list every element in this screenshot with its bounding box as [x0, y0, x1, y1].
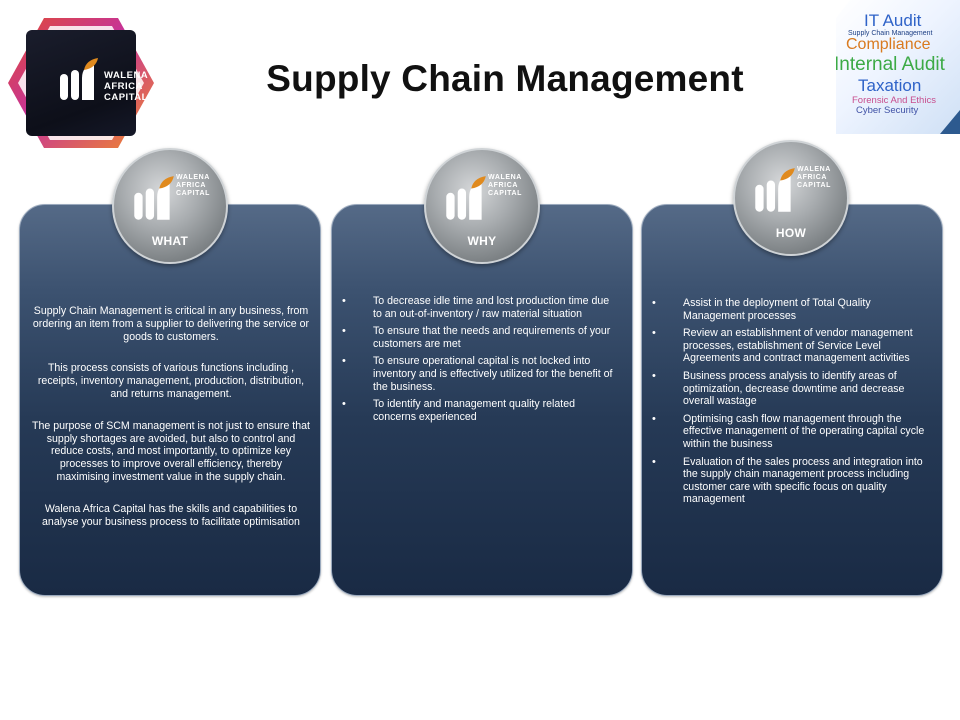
logo-wordmark: WALENA AFRICA CAPITAL — [104, 70, 148, 103]
walena-logo-mark-icon — [134, 176, 174, 220]
badge-wordmark: WALENA AFRICA CAPITAL — [797, 166, 831, 190]
why-bullet-list: To decrease idle time and lost productio… — [342, 295, 618, 428]
company-logo: WALENA AFRICA CAPITAL — [6, 16, 156, 150]
badge-wordmark-line: WALENA — [176, 174, 210, 181]
cloud-word: Supply Chain Management — [848, 30, 933, 37]
logo-line-3: CAPITAL — [104, 92, 148, 103]
how-bullet-list: Assist in the deployment of Total Qualit… — [652, 297, 934, 511]
why-bullet-item: To ensure that the needs and requirement… — [342, 325, 618, 350]
what-paragraph: The purpose of SCM management is not jus… — [32, 419, 310, 483]
how-bullet-item: Optimising cash flow management through … — [652, 413, 934, 451]
how-badge-label: HOW — [775, 226, 807, 240]
why-card: To decrease idle time and lost productio… — [331, 204, 633, 596]
how-bullet-item: Business process analysis to identify ar… — [652, 370, 934, 408]
logo-line-1: WALENA — [104, 70, 149, 81]
walena-logo-mark-icon — [755, 168, 795, 212]
what-card-body: Supply Chain Management is critical in a… — [32, 305, 310, 547]
badge-wordmark-line: AFRICA — [797, 174, 828, 181]
why-bullet-item: To decrease idle time and lost productio… — [342, 295, 618, 320]
cloud-word: Forensic And Ethics — [852, 95, 936, 106]
what-paragraph: Supply Chain Management is critical in a… — [32, 305, 310, 343]
badge-wordmark: WALENA AFRICA CAPITAL — [488, 174, 522, 198]
why-bullet-item: To identify and management quality relat… — [342, 398, 618, 423]
cloud-word: Taxation — [858, 76, 922, 95]
walena-logo-mark-icon — [60, 58, 98, 100]
badge-wordmark: WALENA AFRICA CAPITAL — [176, 174, 210, 198]
what-badge-label: WHAT — [151, 234, 189, 248]
badge-wordmark-line: WALENA — [488, 174, 522, 181]
badge-wordmark-line: CAPITAL — [797, 182, 832, 189]
badge-wordmark-line: WALENA — [797, 166, 831, 173]
how-badge: WALENA AFRICA CAPITAL HOW — [733, 140, 849, 256]
what-card: Supply Chain Management is critical in a… — [19, 204, 321, 596]
badge-wordmark-line: CAPITAL — [488, 190, 523, 197]
why-badge: WALENA AFRICA CAPITAL WHY — [424, 148, 540, 264]
what-badge: WALENA AFRICA CAPITAL WHAT — [112, 148, 228, 264]
why-badge-label: WHY — [467, 234, 497, 248]
cloud-word: IT Audit — [864, 11, 922, 30]
cloud-word: Internal Audit — [836, 54, 945, 75]
page-title: Supply Chain Management — [266, 58, 744, 99]
what-paragraph: Walena Africa Capital has the skills and… — [42, 502, 300, 528]
logo-dark-panel: WALENA AFRICA CAPITAL — [26, 30, 148, 136]
why-bullet-item: To ensure operational capital is not loc… — [342, 355, 618, 393]
badge-wordmark-line: AFRICA — [488, 182, 519, 189]
how-card: Assist in the deployment of Total Qualit… — [641, 204, 943, 596]
what-paragraph: This process consists of various functio… — [37, 362, 305, 400]
logo-line-2: AFRICA — [104, 81, 143, 92]
badge-wordmark-line: AFRICA — [176, 182, 207, 189]
word-cloud-background — [836, 0, 960, 134]
how-bullet-item: Review an establishment of vendor manage… — [652, 327, 934, 365]
how-bullet-item: Assist in the deployment of Total Qualit… — [652, 297, 934, 322]
walena-logo-mark-icon — [446, 176, 486, 220]
badge-wordmark-line: CAPITAL — [176, 190, 211, 197]
cloud-word: Cyber Security — [856, 105, 919, 116]
word-cloud-image: IT Audit Supply Chain Management Complia… — [836, 0, 960, 134]
how-bullet-item: Evaluation of the sales process and inte… — [652, 456, 934, 506]
cloud-word: Compliance — [846, 36, 931, 53]
